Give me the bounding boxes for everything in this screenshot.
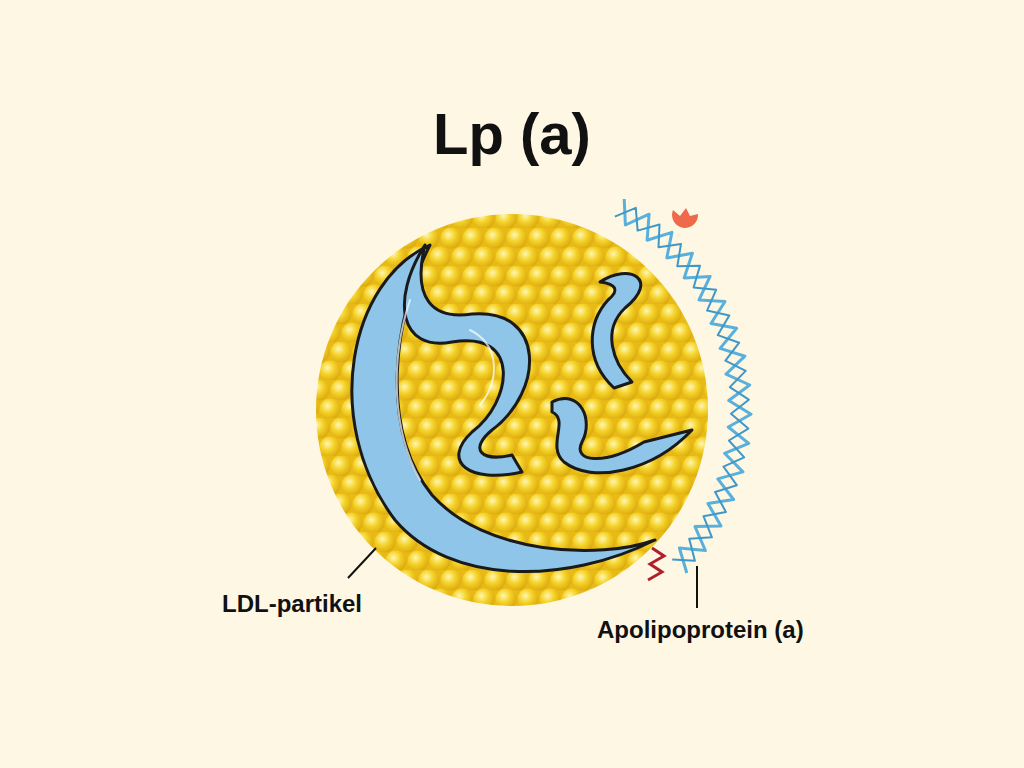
- part-label: Apolipoprotein (a): [597, 616, 804, 644]
- part-label: LDL-partikel: [222, 590, 362, 618]
- leader-line: [696, 566, 698, 608]
- leader-line: [348, 548, 376, 578]
- kringle-cap: [672, 208, 698, 228]
- diagram-title: Lp (a): [0, 100, 1024, 167]
- apo-a-helix: [615, 208, 749, 561]
- disulfide-link: [648, 548, 664, 580]
- apob-ribbons: [352, 245, 692, 572]
- lipid-core: [316, 214, 708, 606]
